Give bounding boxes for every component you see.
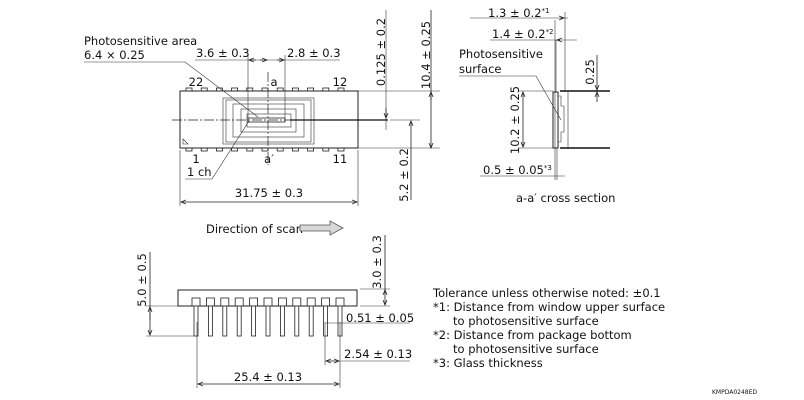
dim-bottom-to-surface: 1.4 ± 0.2*2 bbox=[492, 27, 554, 41]
note-2: *2: Distance from package bottom bbox=[433, 328, 632, 342]
dim-package-length: 31.75 ± 0.3 bbox=[235, 186, 303, 200]
pin-shoulder bbox=[335, 297, 345, 307]
photosensitive-area-size: 6.4 × 0.25 bbox=[84, 48, 145, 62]
pin-shoulder bbox=[263, 297, 273, 307]
note-1: *1: Distance from window upper surface bbox=[433, 300, 665, 314]
scan-direction-label: Direction of scan bbox=[206, 222, 303, 236]
pin-label-1: 1 bbox=[192, 152, 199, 166]
dim-height: 10.2 ± 0.25 bbox=[508, 86, 522, 154]
dim-pin-span: 25.4 ± 0.13 bbox=[234, 370, 302, 384]
side-pins bbox=[191, 297, 345, 337]
surface-leader bbox=[459, 75, 562, 121]
cross-section-title: a-a′ cross section bbox=[516, 191, 615, 205]
pin-lead bbox=[279, 305, 285, 337]
window-frame bbox=[225, 99, 312, 143]
first-channel-leader bbox=[185, 120, 250, 180]
package-wall bbox=[552, 91, 559, 149]
pin-lead bbox=[251, 305, 257, 337]
scan-direction: Direction of scan bbox=[206, 220, 344, 236]
pin-shoulder bbox=[191, 297, 201, 307]
dim-pin-width: 0.51 ± 0.05 bbox=[346, 311, 414, 325]
dim-package-height: 10.4 ± 0.25 bbox=[419, 21, 433, 89]
section-label-a-prime: a′ bbox=[264, 152, 274, 166]
dim-pin-pitch: 2.54 ± 0.13 bbox=[344, 347, 412, 361]
dim-body-height: 3.0 ± 0.3 bbox=[370, 235, 384, 289]
pin-lead bbox=[193, 305, 199, 337]
dim-center-offset: 0.125 ± 0.2 bbox=[374, 18, 388, 86]
dim-total-height: 5.0 ± 0.5 bbox=[135, 253, 149, 307]
pin-lead bbox=[222, 305, 228, 337]
dim-half-height: 5.2 ± 0.2 bbox=[397, 148, 411, 202]
side-view: 5.0 ± 0.5 3.0 ± 0.3 0.51 ± 0.05 2.54 ± 0… bbox=[135, 235, 414, 388]
photosensitive-area-leader bbox=[84, 61, 259, 118]
section-label-a: a bbox=[270, 75, 277, 89]
surface-label-line2: surface bbox=[459, 62, 502, 76]
notes: Tolerance unless otherwise noted: ±0.1 *… bbox=[432, 286, 665, 370]
photosensitive-area-label: Photosensitive area bbox=[84, 34, 197, 48]
pin-shoulder bbox=[321, 297, 331, 307]
note-3: *3: Glass thickness bbox=[433, 356, 543, 370]
dim-left-offset: 3.6 ± 0.3 bbox=[196, 46, 250, 60]
top-view: 22 a 12 1 a′ 11 Photosensitive area 6.4 … bbox=[84, 10, 440, 206]
chip-profile bbox=[558, 95, 565, 143]
pin-lead bbox=[207, 305, 213, 337]
note-tolerance: Tolerance unless otherwise noted: ±0.1 bbox=[432, 286, 661, 300]
pin-shoulder bbox=[306, 297, 316, 307]
note-1-cont: to photosensitive surface bbox=[453, 314, 599, 328]
pin-label-12: 12 bbox=[333, 75, 348, 89]
pin-lead bbox=[294, 305, 300, 337]
pin-lead bbox=[236, 305, 242, 337]
dim-right-offset: 2.8 ± 0.3 bbox=[287, 46, 341, 60]
surface-label-line1: Photosensitive bbox=[459, 47, 543, 61]
dim-window-to-surface: 1.3 ± 0.2*1 bbox=[488, 6, 550, 20]
pin-shoulder bbox=[205, 297, 215, 307]
cross-section-view: 1.3 ± 0.2*1 1.4 ± 0.2*2 Photosensitive s… bbox=[459, 6, 615, 205]
pin-label-22: 22 bbox=[189, 75, 204, 89]
window-outer bbox=[222, 97, 315, 145]
pin-shoulder bbox=[220, 297, 230, 307]
pin-shoulder bbox=[277, 297, 287, 307]
pin-lead bbox=[323, 305, 329, 337]
pin-shoulder bbox=[234, 297, 244, 307]
pin-shoulder bbox=[249, 297, 259, 307]
pin-lead bbox=[265, 305, 271, 337]
dim-glass: 0.5 ± 0.05*3 bbox=[483, 163, 552, 177]
drawing-code: KMPDA0248ED bbox=[712, 389, 757, 396]
note-2-cont: to photosensitive surface bbox=[453, 342, 599, 356]
arrow-right-icon bbox=[299, 220, 344, 236]
pin-shoulder bbox=[292, 297, 302, 307]
pin-lead bbox=[308, 305, 314, 337]
index-mark-icon bbox=[182, 138, 189, 145]
dim-top: 0.25 bbox=[583, 59, 597, 85]
pin-label-11: 11 bbox=[333, 152, 348, 166]
first-channel-label: 1 ch bbox=[187, 165, 212, 179]
